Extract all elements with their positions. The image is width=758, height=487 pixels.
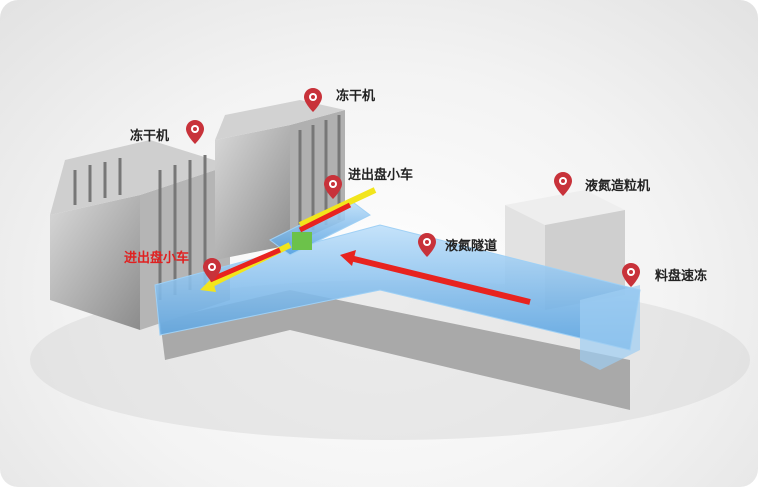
location-pin-icon <box>304 88 322 112</box>
location-pin-icon <box>554 172 572 196</box>
location-pin-icon <box>418 233 436 257</box>
location-pin-icon <box>622 263 640 287</box>
freeze-dryer-right <box>215 100 345 260</box>
label-ln2-tunnel: 液氮隧道 <box>445 239 498 254</box>
location-pin-icon <box>324 175 342 199</box>
base-platform <box>160 290 630 410</box>
ln2-tunnel <box>154 199 641 370</box>
label-tray-cart-left: 进出盘小车 <box>124 251 190 266</box>
flow-arrows <box>200 187 531 305</box>
label-freeze-dryer-left: 冻干机 <box>130 129 170 144</box>
label-ln2-granulator: 液氮造粒机 <box>585 179 651 194</box>
location-pin-icon <box>186 120 204 144</box>
location-pin-icon <box>203 258 221 282</box>
label-tray-quick-freeze: 料盘速冻 <box>655 269 708 284</box>
label-freeze-dryer-right: 冻干机 <box>336 89 376 104</box>
label-tray-cart-top: 进出盘小车 <box>348 168 414 183</box>
